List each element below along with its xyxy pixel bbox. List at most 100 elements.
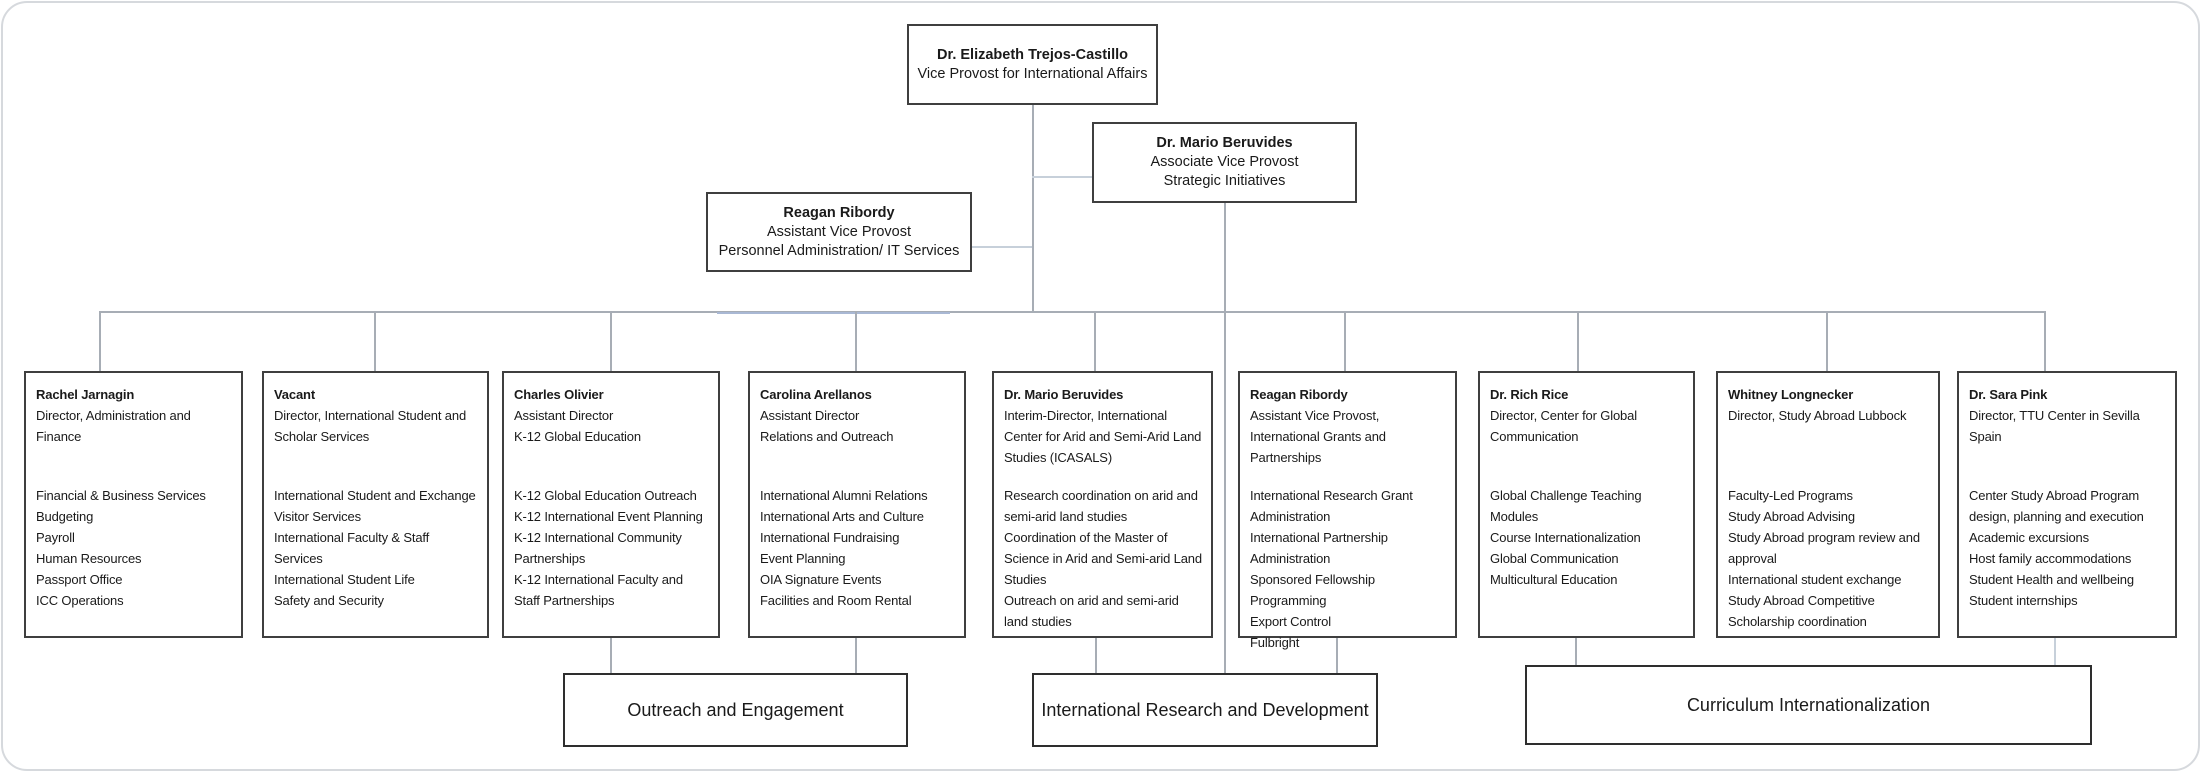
duty-item: Fulbright [1250,635,1300,650]
org-node-vice-provost[interactable]: Dr. Elizabeth Trejos-Castillo Vice Provo… [907,24,1158,105]
connector-sevilla-to-curriculum-group [2054,638,2056,665]
duty-item: Export Control [1250,614,1331,629]
connector-icasals-to-research-group [1095,638,1097,673]
person-title: Associate Vice Provost Strategic Initiat… [1150,154,1299,189]
duty-item: Outreach on arid and semi-arid land stud… [1004,593,1179,629]
connector-k12-to-outreach-group [610,638,612,673]
group-box-outreach-engagement[interactable]: Outreach and Engagement [563,673,908,747]
group-label: Outreach and Engagement [627,699,844,720]
person-name: Dr. Mario Beruvides [1156,135,1293,151]
duty-item: International Fundraising [760,530,900,545]
duty-item: Financial & Business Services [36,488,206,503]
org-node-study-abroad-lubbock[interactable]: Whitney Longnecker Director, Study Abroa… [1716,371,1940,638]
connector-relations-to-outreach-group [855,638,857,673]
org-node-icasals[interactable]: Dr. Mario Beruvides Interim-Director, In… [992,371,1213,638]
duty-item: Payroll [36,530,75,545]
duty-list: Global Challenge Teaching Modules Course… [1490,485,1687,590]
duty-item: Budgeting [36,509,94,524]
duty-list: Faculty-Led Programs Study Abroad Advisi… [1728,485,1932,632]
duty-item: OIA Signature Events [760,572,882,587]
duty-item: Center Study Abroad Program design, plan… [1969,488,2144,524]
connector-drop-k12 [610,311,612,371]
person-name: Whitney Longnecker [1728,387,1854,402]
duty-item: Study Abroad Advising [1728,509,1855,524]
connector-drop-sevilla [2044,311,2046,371]
connector-drop-icasals [1094,311,1096,371]
duty-item: International Student and Exchange Visit… [274,488,476,524]
person-title: Director, Center for Global Communicatio… [1490,408,1637,444]
duty-item: Academic excursions [1969,530,2089,545]
person-name: Vacant [274,387,316,402]
org-node-relations-outreach[interactable]: Carolina Arellanos Assistant Director Re… [748,371,966,638]
person-title: Director, Administration and Finance [36,408,191,444]
org-node-administration-finance[interactable]: Rachel Jarnagin Director, Administration… [24,371,243,638]
duty-item: Passport Office [36,572,123,587]
duty-list: Financial & Business Services Budgeting … [36,485,235,611]
duty-item: International Student Life [274,572,415,587]
duty-item: Global Challenge Teaching Modules [1490,488,1642,524]
duty-item: Faculty-Led Programs [1728,488,1853,503]
person-title: Assistant Vice Provost Personnel Adminis… [718,223,960,259]
person-name: Dr. Mario Beruvides [1004,387,1124,402]
duty-item: Course Internationalization [1490,530,1641,545]
connector-horizontal-bus [99,311,2046,313]
person-name: Reagan Ribordy [783,204,895,221]
connector-trunk-vertical [1032,105,1034,312]
person-name: Carolina Arellanos [760,387,872,402]
duty-item: Study Abroad program review and approval [1728,530,1920,566]
connector-drop-global-comm [1577,311,1579,371]
connector-global-comm-to-curriculum-group [1575,638,1577,665]
connector-to-associate-vp [1032,176,1094,178]
duty-item: International Partnership Administration [1250,530,1388,566]
connector-selected-segment[interactable] [717,312,950,314]
group-label: Curriculum Internationalization [1686,694,1931,715]
org-node-student-scholar-services[interactable]: Vacant Director, International Student a… [262,371,489,638]
duty-list: Research coordination on arid and semi-a… [1004,485,1205,632]
duty-item: K-12 Global Education Outreach [514,488,697,503]
duty-item: International Arts and Culture [760,509,924,524]
org-node-global-communication[interactable]: Dr. Rich Rice Director, Center for Globa… [1478,371,1695,638]
duty-item: International Alumni Relations [760,488,928,503]
duty-item: Student Health and wellbeing [1969,572,2134,587]
duty-list: Center Study Abroad Program design, plan… [1969,485,2169,611]
person-title: Assistant Director K-12 Global Education [514,408,641,444]
duty-list: International Student and Exchange Visit… [274,485,481,611]
person-name: Dr. Sara Pink [1969,387,2048,402]
person-name: Dr. Elizabeth Trejos-Castillo [937,46,1128,63]
person-title: Director, International Student and Scho… [274,408,467,444]
org-node-grants-partnerships[interactable]: Reagan Ribordy Assistant Vice Provost, I… [1238,371,1457,650]
duty-item: International Research Grant Administrat… [1250,488,1413,524]
group-box-international-research[interactable]: International Research and Development [1032,673,1378,747]
person-title: Assistant Vice Provost, International Gr… [1250,408,1386,465]
person-name: Dr. Rich Rice [1490,387,1569,402]
duty-item: K-12 International Event Planning [514,509,703,524]
group-box-curriculum-internationalization[interactable]: Curriculum Internationalization [1525,665,2092,745]
connector-associate-vp-to-research-group [1224,203,1226,673]
duty-item: K-12 International Community Partnership… [514,530,682,566]
connector-drop-admin [99,311,101,371]
duty-item: ICC Operations [36,593,124,608]
duty-item: International Faculty & Staff Services [274,530,430,566]
duty-item: Multicultural Education [1490,572,1618,587]
duty-item: Research coordination on arid and semi-a… [1004,488,1198,524]
duty-item: Coordination of the Master of Science in… [1004,530,1202,587]
connector-drop-relations [855,311,857,371]
org-node-k12-global-education[interactable]: Charles Olivier Assistant Director K-12 … [502,371,720,638]
person-name: Reagan Ribordy [1250,387,1348,402]
duty-item: Safety and Security [274,593,384,608]
duty-item: Host family accommodations [1969,551,2132,566]
org-node-assistant-vice-provost[interactable]: Reagan Ribordy Assistant Vice Provost Pe… [706,192,972,272]
person-title: Interim-Director, International Center f… [1004,408,1202,465]
connector-drop-grants [1344,311,1346,371]
duty-list: International Alumni Relations Internati… [760,485,958,611]
group-label: International Research and Development [1041,699,1369,720]
org-node-associate-vice-provost[interactable]: Dr. Mario Beruvides Associate Vice Provo… [1092,122,1357,203]
person-title: Director, Study Abroad Lubbock [1728,408,1907,423]
person-name: Rachel Jarnagin [36,387,135,402]
duty-item: K-12 International Faculty and Staff Par… [514,572,683,608]
duty-item: International student exchange [1728,572,1902,587]
org-node-ttu-sevilla[interactable]: Dr. Sara Pink Director, TTU Center in Se… [1957,371,2177,638]
connector-drop-study-abroad [1826,311,1828,371]
duty-item: Facilities and Room Rental [760,593,912,608]
